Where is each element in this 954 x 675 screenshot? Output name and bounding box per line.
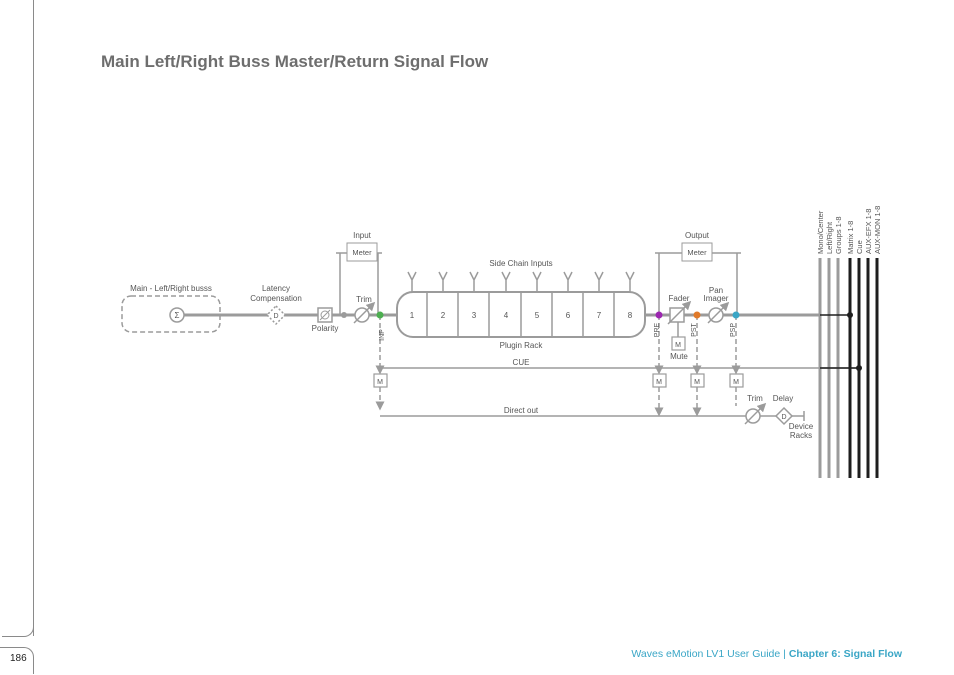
cue-tap-m-pst-label: M [694,379,700,386]
mute-box [671,336,686,351]
plugin-dividers [426,292,615,337]
direct-out-delay-symbol: D [781,414,786,421]
inp-label: INP [379,329,386,341]
pan-label-1: Pan [709,286,723,295]
latency-delay-symbol: D [273,313,278,320]
footer-chapter[interactable]: Chapter 6: Signal Flow [788,648,902,660]
page-margin-rule [33,0,34,636]
inp-tap-dot [376,311,384,319]
plugin-slot-7: 7 [597,311,602,320]
cue-label: CUE [513,358,530,367]
device-label-1: Device [789,422,814,431]
page-number: 186 [10,653,27,664]
page-margin-hook [2,620,34,637]
cue-tap-m-pre-label: M [656,379,662,386]
plugin-slot-8: 8 [628,311,633,320]
psp-tap-dot [732,311,740,319]
plugin-slot-6: 6 [566,311,571,320]
fader-label: Fader [669,294,690,303]
input-meter-box [346,242,378,262]
plugin-slot-5: 5 [535,311,540,320]
bus-label-matrix: Matrix 1-8 [846,221,855,254]
trim2-label: Trim [747,394,763,403]
bus-label-groups: Groups 1-8 [834,216,843,254]
page-number-tab [0,647,34,674]
footer-separator: | [783,648,786,660]
bus-node-left-right [847,312,853,318]
latency-label-1: Latency [262,284,290,293]
bus-label-cue: Cue [855,240,864,254]
device-label-2: Racks [790,431,812,440]
mute-label: Mute [670,352,688,361]
delay-label: Delay [773,394,793,403]
input-label: Input [353,231,372,240]
main-lr-buss-box [121,295,221,333]
direct-out-delay [774,406,794,426]
output-meter-box [681,242,713,262]
page-footer: Waves eMotion LV1 User Guide | Chapter 6… [631,648,902,660]
bus-label-aux-mon: AUX-MON 1-8 [873,206,882,254]
pan-label-2: Imager [704,294,729,303]
source-label: Main - Left/Right busss [130,284,212,293]
plugin-slot-4: 4 [504,311,509,320]
polarity-label: Polarity [312,324,339,333]
pre-label: PRE [654,322,661,337]
pst-label: PST [691,322,698,336]
plugin-rack-label: Plugin Rack [500,341,544,350]
sum-symbol: Σ [175,311,180,320]
output-meter-label: Meter [687,248,707,257]
bus-label-aux-efx: AUX-EFX 1-8 [864,209,873,254]
latency-compensation-diamond [265,304,287,326]
bus-label-mono-center: Mono/Center [816,210,825,254]
pst-tap-dot [693,311,701,319]
psp-label: PSP [730,323,737,337]
bus-label-left-right: Left/Right [825,221,834,254]
side-chain-connectors [407,271,635,292]
plugin-slot-1: 1 [410,311,415,320]
pre-tap-dot [655,311,663,319]
bus-node-cue [856,365,862,371]
plugin-slot-2: 2 [441,311,446,320]
latency-label-2: Compensation [250,294,302,303]
output-label: Output [685,231,710,240]
side-chain-label: Side Chain Inputs [489,259,552,268]
mute-symbol: M [675,342,681,349]
input-meter-label: Meter [352,248,372,257]
sum-node [169,307,185,323]
trim-label: Trim [356,295,372,304]
page-title: Main Left/Right Buss Master/Return Signa… [101,52,489,71]
footer-guide-title: Waves eMotion LV1 User Guide [631,648,781,660]
plugin-slot-3: 3 [472,311,477,320]
cue-tap-m-inp-label: M [377,379,383,386]
cue-tap-m-psp-label: M [733,379,739,386]
direct-out-label: Direct out [504,406,539,415]
